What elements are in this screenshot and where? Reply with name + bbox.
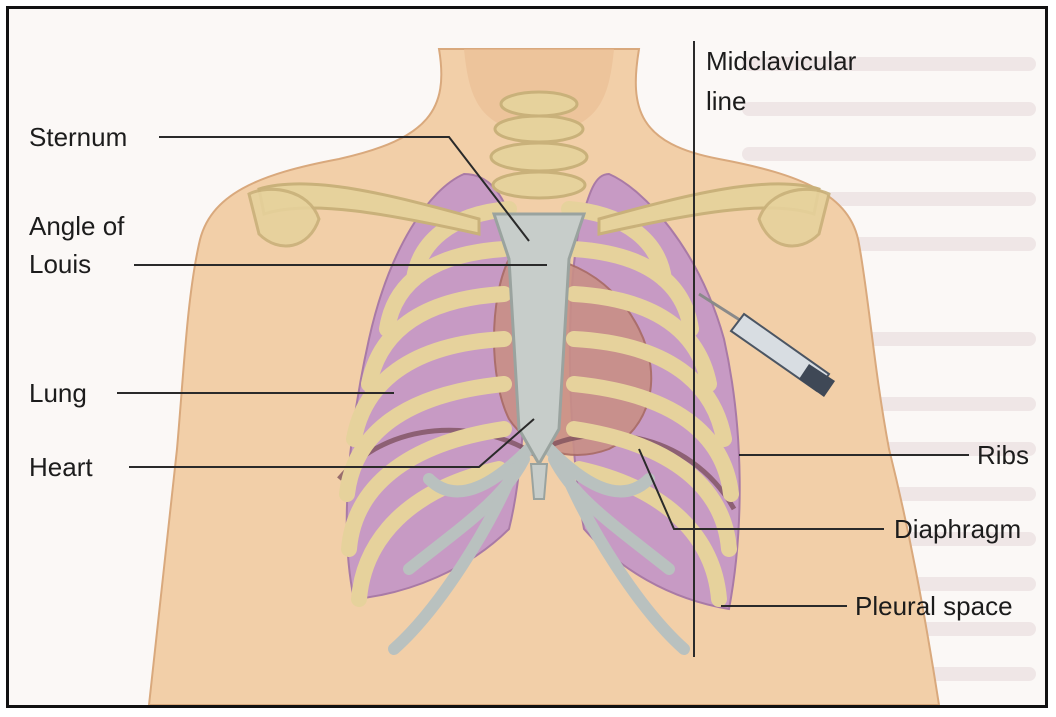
label-midclavicular-line1: Midclavicular [706,46,856,76]
label-midclavicular-line2: line [706,86,746,116]
label-heart: Heart [29,452,93,482]
label-lung: Lung [29,378,87,408]
label-ribs: Ribs [977,440,1029,470]
label-angle-of-louis-line1: Angle of [29,211,124,241]
label-pleural-space: Pleural space [855,591,1013,621]
label-angle-of-louis-line2: Louis [29,249,91,279]
label-diaphragm: Diaphragm [894,514,1021,544]
xiphoid-process [531,464,547,499]
figure-frame: Sternum Angle of Louis Lung Heart Midcla… [6,6,1048,708]
label-sternum: Sternum [29,122,127,152]
